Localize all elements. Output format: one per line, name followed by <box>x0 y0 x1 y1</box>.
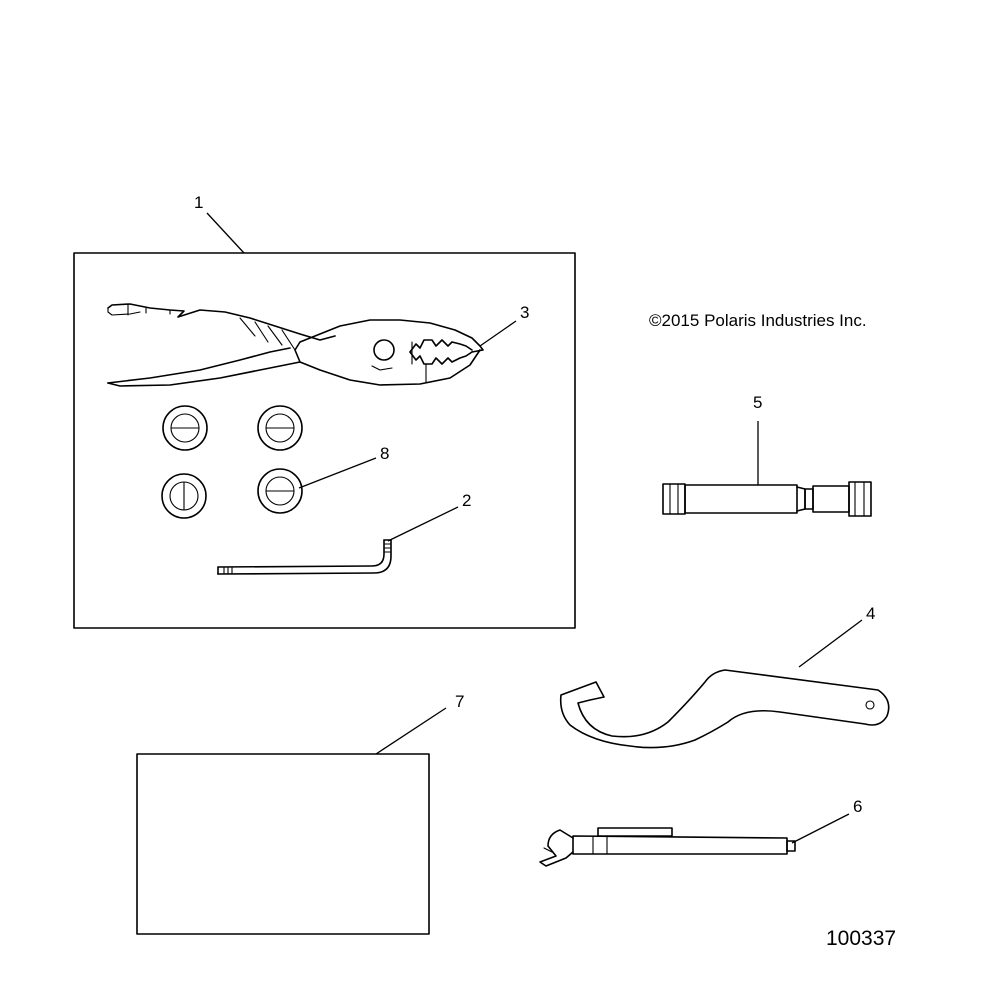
washer-icon <box>162 405 208 451</box>
leader-7 <box>375 707 447 755</box>
pliers-icon <box>107 303 484 387</box>
callout-6: 6 <box>853 797 862 816</box>
callout-3: 3 <box>520 303 529 322</box>
callout-8: 8 <box>380 444 389 463</box>
leader-8 <box>298 457 377 489</box>
callout-5: 5 <box>753 393 762 412</box>
manual-pouch-icon <box>136 753 430 935</box>
spanner-wrench-icon <box>559 669 890 749</box>
leader-4 <box>798 619 863 668</box>
leader-1 <box>206 212 245 254</box>
leader-6 <box>791 813 850 844</box>
tool-kit-box-icon <box>73 252 576 629</box>
extension-handle-icon <box>539 827 796 867</box>
callout-7: 7 <box>455 692 464 711</box>
copyright-notice: ©2015 Polaris Industries Inc. <box>649 311 867 330</box>
callout-4: 4 <box>866 604 875 623</box>
washer-icon <box>257 405 303 451</box>
leader-3 <box>479 320 517 347</box>
spark-plug-socket-icon <box>662 481 872 517</box>
washer-icon <box>161 473 207 519</box>
washer-icon <box>257 468 303 514</box>
callout-1: 1 <box>194 193 203 212</box>
callout-2: 2 <box>462 491 471 510</box>
leader-2 <box>387 506 459 542</box>
reference-number: 100337 <box>826 927 896 950</box>
hex-key-icon <box>217 539 392 575</box>
